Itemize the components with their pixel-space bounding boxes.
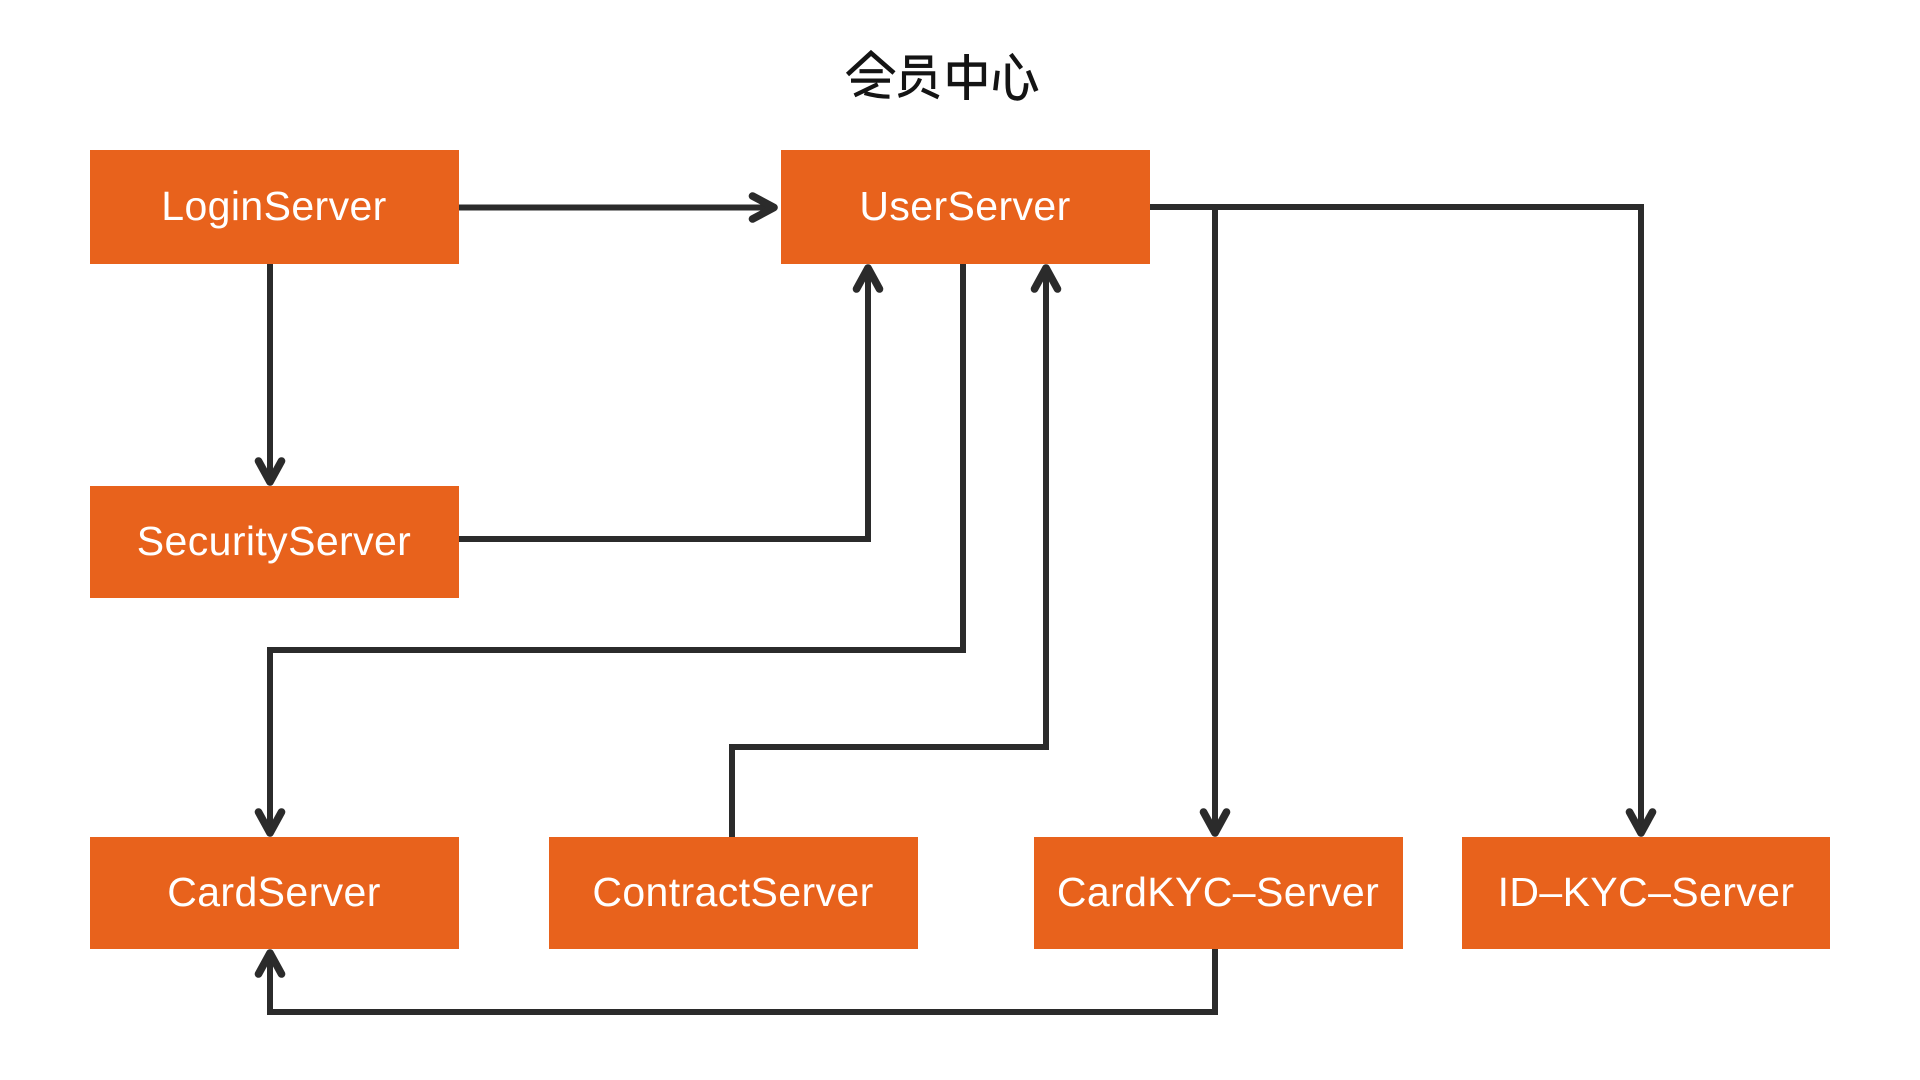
svg-text:CardServer: CardServer: [167, 869, 381, 915]
svg-text:ID–KYC–Server: ID–KYC–Server: [1498, 869, 1795, 915]
svg-text:ContractServer: ContractServer: [592, 869, 873, 915]
svg-text:SecurityServer: SecurityServer: [137, 518, 411, 564]
svg-text:LoginServer: LoginServer: [161, 183, 386, 229]
svg-text:UserServer: UserServer: [859, 183, 1070, 229]
svg-text:CardKYC–Server: CardKYC–Server: [1057, 869, 1379, 915]
